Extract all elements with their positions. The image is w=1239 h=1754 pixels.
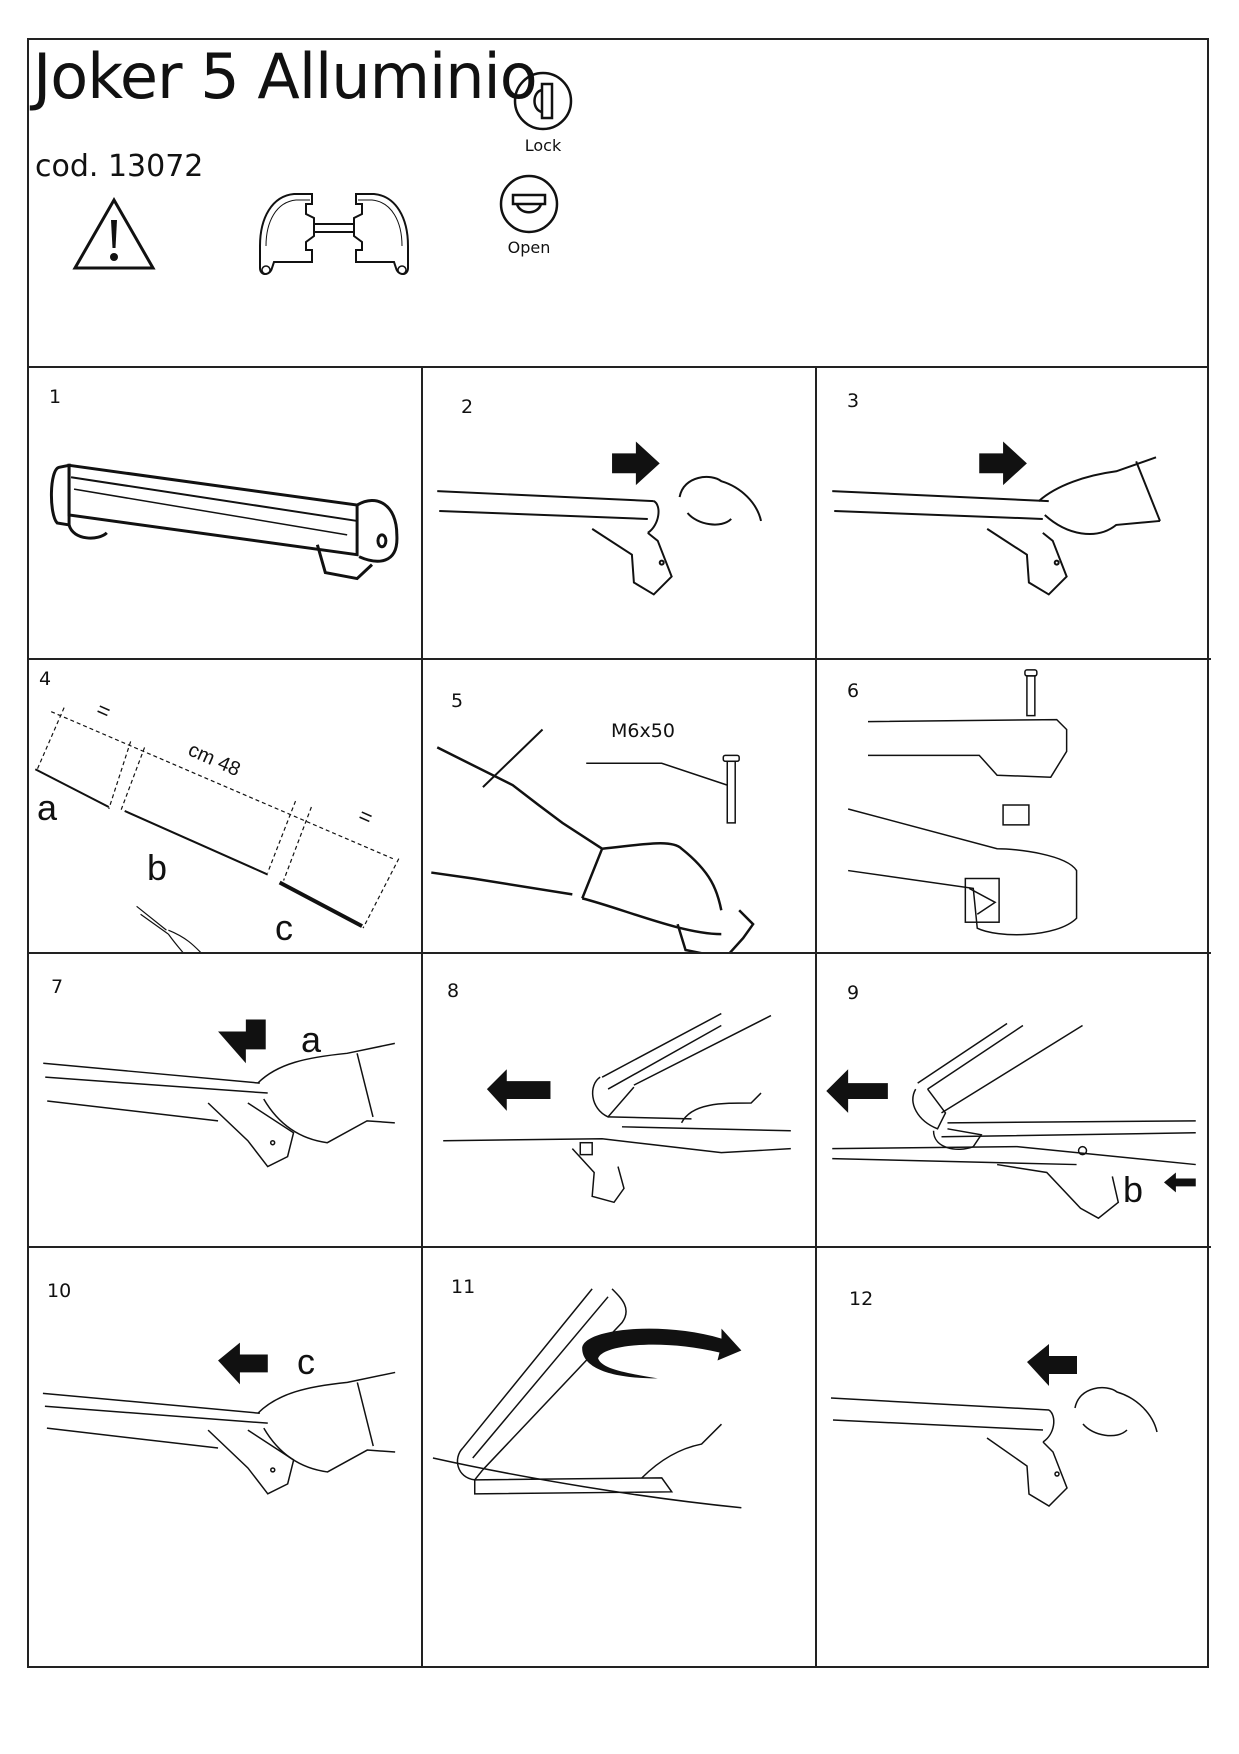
step-5-panel: 5 M6x50	[423, 660, 817, 954]
step-4-panel: 4 = cm 48 = a b c	[29, 660, 423, 954]
step-number: 8	[447, 980, 460, 1002]
step-12-panel: 12	[817, 1248, 1211, 1668]
lock-label: Lock	[524, 136, 562, 155]
insert-strip-c-illustration	[42, 1342, 396, 1495]
lock-icon	[513, 71, 573, 131]
refit-bar-end-illustration	[830, 1344, 1158, 1507]
part-a-label: a	[301, 1019, 322, 1060]
step-number: 5	[451, 690, 464, 712]
product-title: Joker 5 Alluminio	[33, 40, 538, 113]
step-number: 7	[51, 976, 64, 998]
roof-bar-illustration	[49, 463, 399, 581]
step-3-panel: 3	[817, 366, 1211, 660]
slide-strip-b-illustration	[826, 1022, 1196, 1220]
slide-bar-end-illustration	[443, 1012, 791, 1204]
step-9-panel: 9 b	[817, 954, 1211, 1248]
bolt-insertion-illustration	[431, 728, 755, 952]
step-10-panel: 10 c	[29, 1248, 423, 1668]
step-11-panel: 11	[423, 1248, 817, 1668]
step-number: 4	[39, 668, 52, 690]
step-2-panel: 2	[423, 366, 817, 660]
part-b-label: b	[147, 847, 168, 888]
open-icon	[499, 174, 559, 234]
step-number: 6	[847, 680, 860, 702]
step-1-panel: 1	[29, 366, 423, 660]
rubber-strip-cut-diagram	[34, 707, 400, 952]
step-number: 12	[849, 1288, 874, 1310]
open-label: Open	[507, 238, 551, 257]
bolt-and-nut-assembly-illustration	[847, 669, 1078, 936]
step-number: 3	[847, 390, 860, 412]
part-c-label: c	[297, 1341, 315, 1382]
part-b-label: b	[1123, 1169, 1144, 1210]
part-a-label: a	[37, 787, 58, 828]
part-c-label: c	[275, 907, 293, 948]
insert-strip-a-illustration	[43, 1019, 395, 1168]
bar-profile-section-icon	[259, 193, 409, 275]
header-panel: Joker 5 Alluminio cod. 13072	[29, 40, 1207, 368]
step-7-panel: 7 a	[29, 954, 423, 1248]
bar-end-grip-illustration	[832, 441, 1161, 596]
step-number: 10	[47, 1280, 72, 1302]
step-number: 2	[461, 396, 474, 418]
instruction-sheet: Joker 5 Alluminio cod. 13072	[27, 38, 1211, 1668]
warning-triangle-icon	[72, 196, 156, 270]
step-number: 11	[451, 1276, 476, 1298]
step-number: 9	[847, 982, 860, 1004]
bolt-size-label: M6x50	[611, 720, 675, 742]
steps-grid: 1 2	[29, 366, 1211, 1668]
rotate-bar-illustration	[432, 1288, 742, 1509]
product-code: cod. 13072	[35, 149, 204, 184]
bar-end-removal-illustration	[437, 441, 762, 596]
step-number: 1	[49, 386, 62, 408]
step-6-panel: 6	[817, 660, 1211, 954]
step-8-panel: 8	[423, 954, 817, 1248]
